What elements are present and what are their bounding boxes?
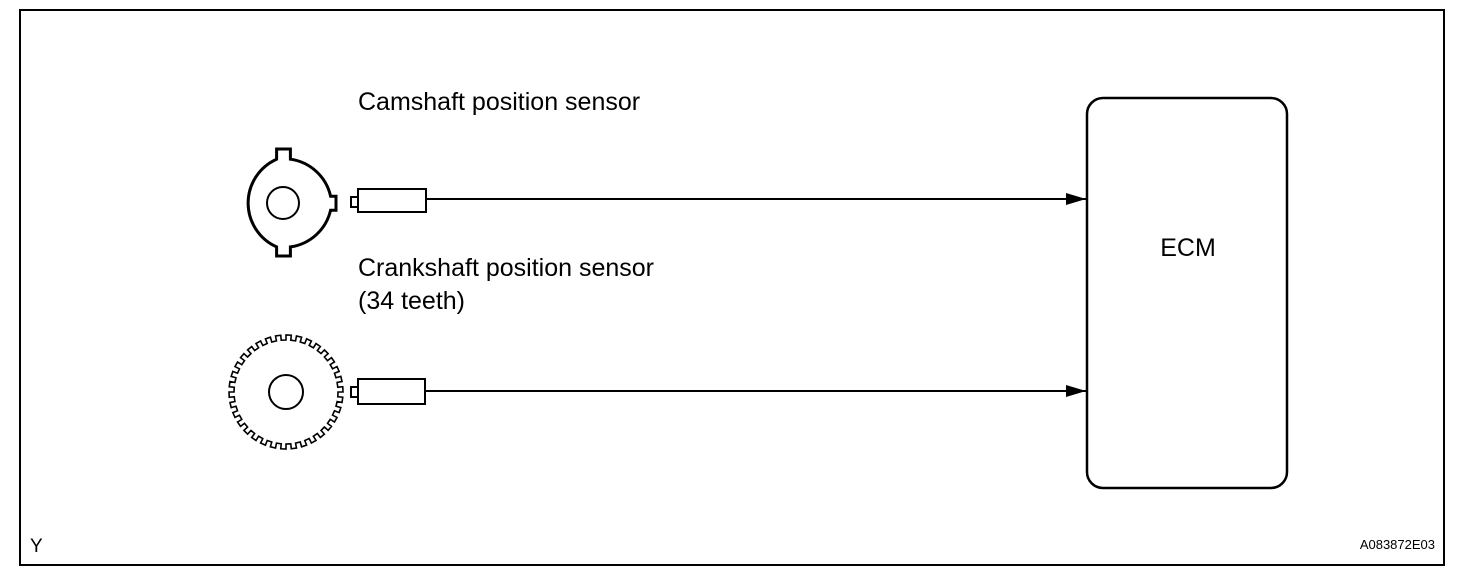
crankshaft-rotor-hub (268, 374, 304, 410)
crankshaft-rotor-gear (228, 334, 344, 450)
crankshaft-sensor-icon (350, 378, 426, 405)
camshaft-rotor-icon (246, 147, 338, 258)
diagram-frame (19, 9, 1445, 566)
camshaft-rotor-hub (266, 186, 300, 220)
crankshaft-teeth-label: (34 teeth) (358, 287, 465, 315)
crankshaft-sensor-body (357, 378, 426, 405)
figure-id: A083872E03 (1360, 537, 1435, 552)
corner-mark: Y (30, 536, 43, 557)
crankshaft-rotor-icon (228, 334, 344, 450)
camshaft-sensor-label: Camshaft position sensor (358, 88, 640, 116)
ecm-label: ECM (1160, 234, 1216, 262)
camshaft-sensor-icon (350, 188, 427, 213)
ecm-box (1085, 96, 1289, 490)
camshaft-sensor-body (357, 188, 427, 213)
camshaft-rotor-outline (246, 147, 338, 258)
crankshaft-sensor-label: Crankshaft position sensor (358, 254, 654, 282)
